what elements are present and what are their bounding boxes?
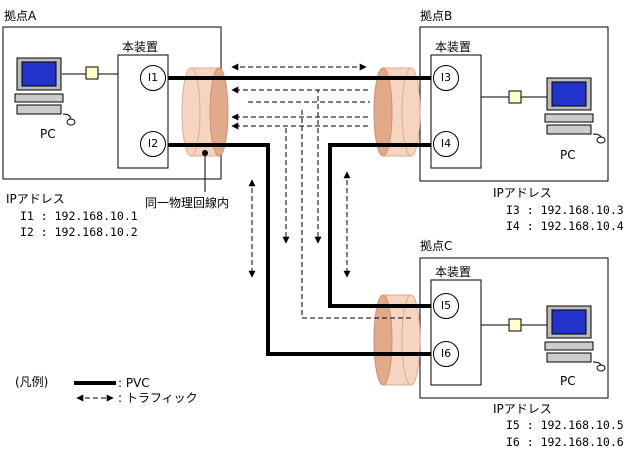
site-a-ip-title: IPアドレス [6,192,65,206]
interface-i6: I6 [433,341,459,367]
interface-i1: I1 [140,65,166,91]
site-c-ip-title: IPアドレス [493,402,552,416]
pc-b-label: PC [560,148,576,162]
pc-b-icon [544,77,606,144]
interface-i3: I3 [433,65,459,91]
device-a-label: 本装置 [122,40,159,54]
device-b-label: 本装置 [435,40,472,54]
site-b-ip-2: I4 : 192.168.10.4 [506,219,624,233]
device-c-label: 本装置 [435,265,472,279]
site-b-ip-1: I3 : 192.168.10.3 [506,203,624,217]
site-c-connector [508,318,522,332]
interface-i5: I5 [433,293,459,319]
pc-a-label: PC [40,127,56,141]
interface-i2: I2 [140,131,166,157]
traffic-b-to-c [314,89,368,244]
pvc-i2-i6 [168,143,431,356]
site-a-ip-2: I2 : 192.168.10.2 [20,225,138,239]
legend-traffic-label: : トラフィック [118,391,198,405]
interface-i4: I4 [433,131,459,157]
site-a-connector [85,66,99,80]
traffic-down-2 [301,110,411,319]
site-b-connector [508,90,522,104]
pvc-i4-i5 [328,143,431,308]
site-b-label: 拠点B [420,9,453,23]
pc-c-icon [544,305,606,372]
site-b-ip-title: IPアドレス [493,186,552,200]
pc-a-icon [14,57,76,126]
traffic-arrows [231,63,411,319]
pc-c-label: PC [560,374,576,388]
physical-line-tube-a [181,67,229,157]
site-c-label: 拠点C [420,239,453,253]
legend-pvc-label: : PVC [118,376,150,390]
legend-title: (凡例) [15,375,49,389]
site-a-label: 拠点A [4,9,37,23]
physical-line-tube-c [373,294,421,386]
site-a-ip-1: I1 : 192.168.10.1 [20,209,138,223]
physical-line-tube-b [373,67,421,157]
site-c-ip-2: I6 : 192.168.10.6 [506,435,624,449]
site-c-ip-1: I5 : 192.168.10.5 [506,418,624,432]
physical-line-label: 同一物理回線内 [145,196,230,210]
